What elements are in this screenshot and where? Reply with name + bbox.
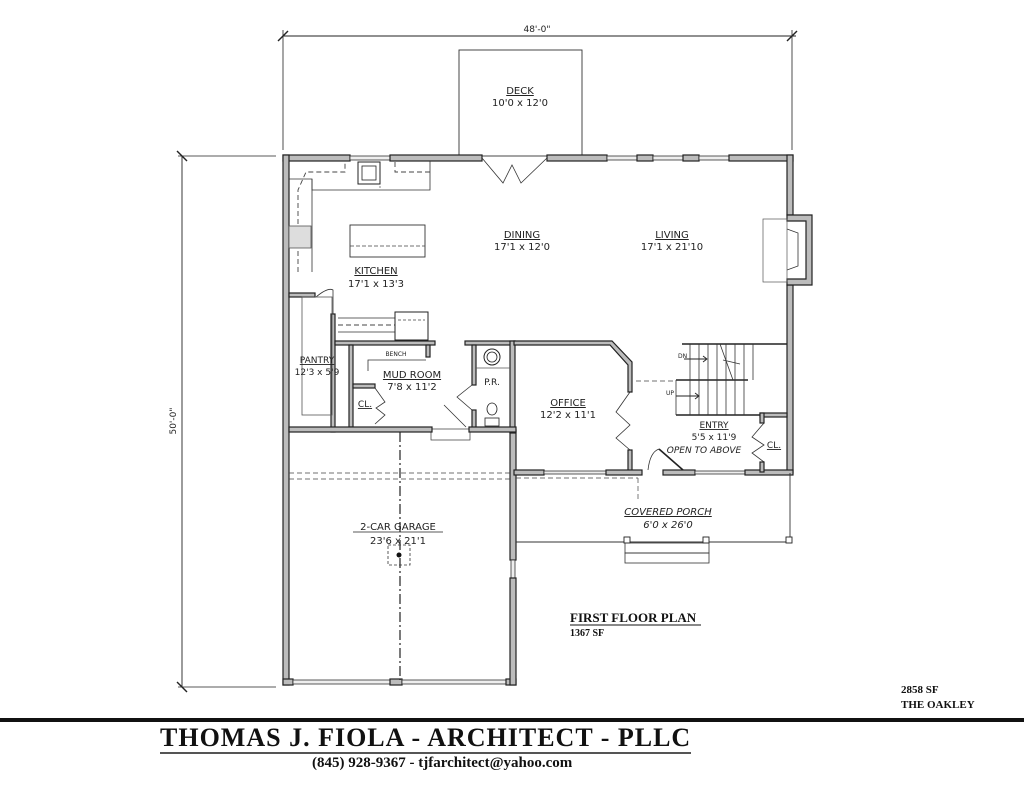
total-area: 2858 SF [901,684,939,696]
office: OFFICE 12'2 x 11'1 [513,340,633,473]
kitchen-label: KITCHEN [354,266,397,277]
depth-dimension-label: 50'-0" [169,407,179,434]
kitchen-size: 17'1 x 13'3 [348,279,404,290]
powder-room-label: P.R. [484,378,500,388]
powder-room: P.R. [456,340,516,434]
deck: DECK 10'0 x 12'0 [458,49,583,157]
garage: 2-CAR GARAGE 23'6 x 21'1 [289,432,510,680]
entry-closet-label: CL. [767,441,781,451]
bench-label: BENCH [385,351,406,358]
footer-divider [0,718,1024,722]
living-size: 17'1 x 21'10 [641,242,703,253]
office-size: 12'2 x 11'1 [540,410,596,421]
firm-contact: (845) 928-9367 - tjfarchitect@yahoo.com [312,755,573,771]
dining-size: 17'1 x 12'0 [494,242,550,253]
entry-size: 5'5 x 11'9 [692,433,737,443]
stairs-up-label: UP [666,390,674,397]
mud-closet-label: CL. [358,400,372,410]
pantry-size: 12'3 x 5'9 [295,368,340,378]
garage-label: 2-CAR GARAGE [360,522,436,533]
garage-house-wall-2 [468,426,517,433]
depth-dimension: 50'-0" [169,150,276,693]
deck-size: 10'0 x 12'0 [492,98,548,109]
pantry: PANTRY 12'3 x 5'9 [288,288,340,433]
mud-room-label: MUD ROOM [383,370,441,381]
entry-note: OPEN TO ABOVE [667,446,742,456]
garage-house-wall [288,426,433,433]
plan-area: 1367 SF [570,628,604,639]
width-dimension: 48'-0" [277,25,798,150]
porch-label: COVERED PORCH [624,507,712,518]
porch-size: 6'0 x 26'0 [643,520,693,531]
front-wall [513,448,794,500]
covered-porch: COVERED PORCH 6'0 x 26'0 [516,473,793,564]
firm-name: THOMAS J. FIOLA - ARCHITECT - PLLC [160,723,692,754]
deck-doors [481,157,548,184]
office-label: OFFICE [550,398,586,409]
living-label: LIVING [655,230,689,241]
stairs: DN UP [636,343,787,416]
plan-title-block: FIRST FLOOR PLAN 1367 SF [570,610,701,639]
dining-label: DINING [504,230,540,241]
deck-label: DECK [506,86,534,97]
pantry-label: PANTRY [300,356,335,366]
garage-size: 23'6 x 21'1 [370,536,426,547]
plan-title: FIRST FLOOR PLAN [570,610,697,625]
model-name: THE OAKLEY [901,699,975,711]
entry-label: ENTRY [699,421,729,431]
mud-room-size: 7'8 x 11'2 [387,382,437,393]
stairs-down-label: DN [678,353,687,360]
width-dimension-label: 48'-0" [523,25,550,35]
mud-room: BENCH CL. MUD ROOM 7'8 x 11'2 [334,311,471,441]
model-info: 2858 SF THE OAKLEY [901,684,975,711]
entry: CL. ENTRY 5'5 x 11'9 OPEN TO ABOVE [667,412,788,473]
kitchen-cabinetry: KITCHEN 17'1 x 13'3 [288,161,431,290]
